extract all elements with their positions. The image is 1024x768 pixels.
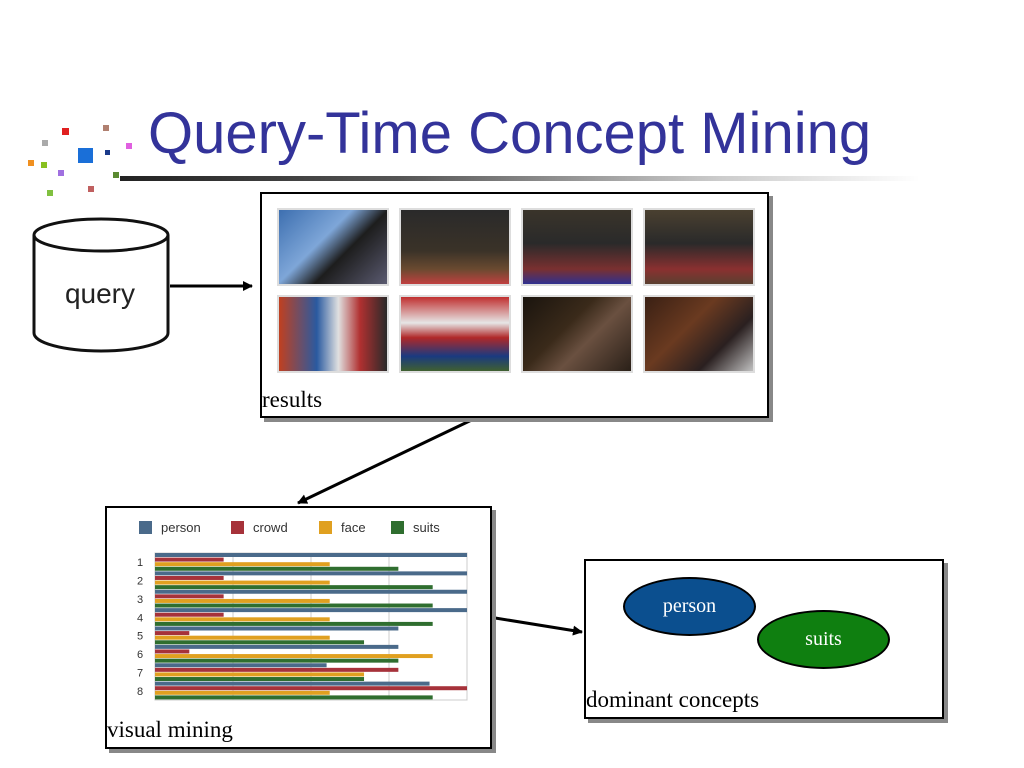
bar-suits: [155, 640, 365, 645]
decorative-square: [103, 125, 109, 131]
bar-person: [155, 571, 467, 576]
bar-person: [155, 644, 399, 649]
legend-swatch-person: [139, 521, 152, 534]
concept-person: person: [623, 577, 756, 636]
decorative-square: [58, 170, 64, 176]
decorative-square: [42, 140, 48, 146]
result-thumbnail[interactable]: [277, 295, 389, 373]
legend-label-face: face: [341, 520, 366, 535]
category-label: 7: [137, 667, 143, 679]
category-label: 1: [137, 557, 143, 569]
decorative-square: [62, 128, 69, 135]
arrow-mining-to-concepts: [488, 615, 583, 636]
dominant-concepts-panel: person suits dominant concepts: [584, 559, 944, 719]
bar-person: [155, 553, 467, 557]
title-underline: [120, 176, 920, 181]
query-label: query: [64, 278, 136, 309]
visual-mining-panel: person crowd face suits 1 2 3 4 5 6 7 8 visual mini…: [105, 506, 492, 749]
bar-crowd: [155, 557, 224, 562]
bar-face: [155, 562, 330, 567]
result-thumbnail[interactable]: [521, 295, 633, 373]
result-thumbnail[interactable]: [643, 295, 755, 373]
bar-suits: [155, 695, 433, 700]
legend-label-crowd: crowd: [253, 520, 288, 535]
category-label: 6: [137, 649, 143, 661]
bar-person: [155, 626, 399, 631]
dominant-concepts-label: dominant concepts: [586, 687, 760, 712]
bar-crowd: [155, 686, 467, 691]
result-thumbnail[interactable]: [399, 208, 511, 286]
concept-person-label: person: [662, 595, 717, 617]
decorative-square: [41, 162, 47, 168]
result-thumbnail[interactable]: [643, 208, 755, 286]
category-label: 5: [137, 631, 143, 643]
arrow-results-to-mining: [297, 414, 481, 505]
bar-crowd: [155, 594, 224, 599]
bar-face: [155, 635, 330, 640]
result-thumbnail[interactable]: [521, 208, 633, 286]
decorative-square: [126, 143, 132, 149]
decorative-square: [113, 172, 119, 178]
category-label: 8: [137, 686, 143, 698]
bar-crowd: [155, 631, 190, 636]
legend-label-person: person: [161, 520, 201, 535]
decorative-square: [78, 148, 93, 163]
visual-mining-label: visual mining: [107, 717, 233, 742]
category-label: 2: [137, 576, 143, 588]
bar-suits: [155, 658, 399, 663]
bar-suits: [155, 621, 433, 626]
result-thumbnail[interactable]: [277, 208, 389, 286]
legend-swatch-face: [319, 521, 332, 534]
bar-face: [155, 598, 330, 603]
bar-suits: [155, 566, 399, 571]
legend-swatch-suits: [391, 521, 404, 534]
bar-crowd: [155, 667, 399, 672]
bar-suits: [155, 603, 433, 608]
bar-crowd: [155, 612, 224, 617]
bar-face: [155, 672, 365, 677]
concept-suits: suits: [757, 610, 890, 669]
visual-mining-chart: person crowd face suits 1 2 3 4 5 6 7 8: [137, 520, 468, 701]
bar-person: [155, 608, 467, 613]
query-database-icon: [32, 217, 170, 353]
bar-face: [155, 580, 330, 585]
legend-swatch-crowd: [231, 521, 244, 534]
bar-face: [155, 654, 433, 659]
bar-suits: [155, 585, 433, 590]
result-thumbnail[interactable]: [399, 295, 511, 373]
bar-face: [155, 690, 330, 695]
bar-crowd: [155, 649, 190, 654]
decorative-square: [47, 190, 53, 196]
decorative-square: [105, 150, 110, 155]
bar-suits: [155, 677, 365, 682]
bar-crowd: [155, 575, 224, 580]
results-label: results: [262, 387, 323, 412]
decorative-square: [88, 186, 94, 192]
bar-person: [155, 589, 467, 594]
legend-label-suits: suits: [413, 520, 440, 535]
bar-face: [155, 617, 330, 622]
bar-person: [155, 663, 327, 668]
category-label: 4: [137, 612, 143, 624]
slide-title: Query-Time Concept Mining: [148, 101, 872, 166]
concept-suits-label: suits: [805, 628, 842, 650]
decorative-square: [28, 160, 34, 166]
bar-person: [155, 681, 430, 686]
results-panel: results: [260, 192, 769, 418]
category-label: 3: [137, 594, 143, 606]
